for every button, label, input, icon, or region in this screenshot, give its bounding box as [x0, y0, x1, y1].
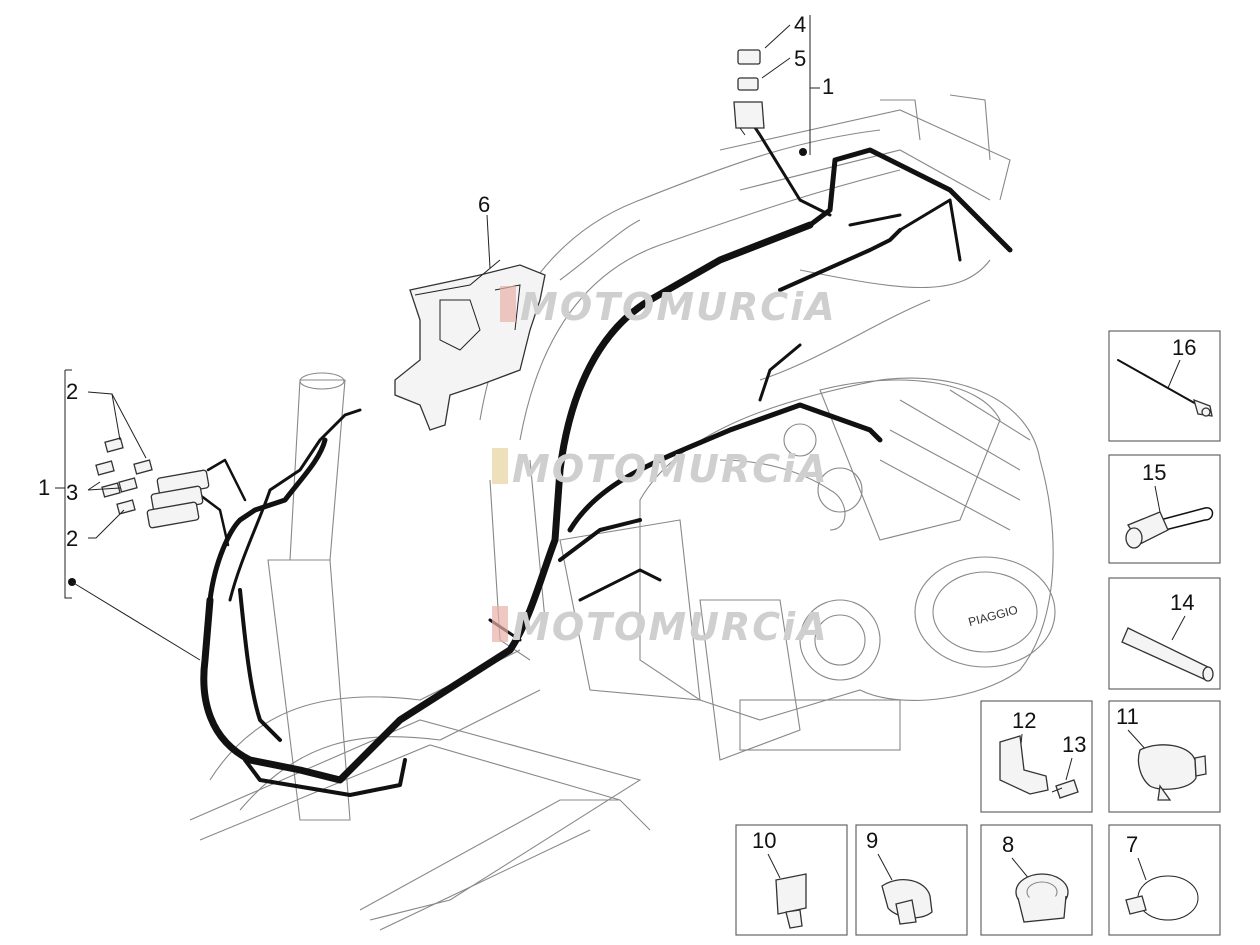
callout-numbers: 4 5 1 6 2 1 3 2 — [38, 12, 834, 551]
watermark-top: MOTOMURCiA — [520, 285, 837, 329]
engine-brand-label: PIAGGIO — [967, 603, 1020, 630]
part-box-11: 11 — [1108, 700, 1221, 813]
scooter-frame — [189, 94, 1011, 931]
callout-15: 15 — [1142, 460, 1166, 485]
callout-9: 9 — [866, 828, 878, 853]
part-box-10: 10 — [735, 824, 848, 936]
leader-lines — [55, 15, 820, 661]
callout-3: 3 — [66, 480, 78, 505]
callout-6: 6 — [478, 192, 490, 217]
watermark-bottom: MOTOMURCiA — [512, 605, 829, 649]
callout-1-left: 1 — [38, 475, 50, 500]
part-box-9: 9 — [855, 824, 968, 936]
parts-2-3-connectors — [95, 437, 210, 529]
callout-16: 16 — [1172, 335, 1196, 360]
callout-2-lower: 2 — [66, 526, 78, 551]
callout-4: 4 — [794, 12, 806, 37]
callout-7: 7 — [1126, 832, 1138, 857]
callout-14: 14 — [1170, 590, 1194, 615]
part-box-15: 15 — [1108, 454, 1221, 564]
engine-assembly: PIAGGIO — [559, 377, 1056, 761]
callout-1-top: 1 — [822, 74, 834, 99]
parts-4-5-fuse-holder — [733, 49, 765, 136]
callout-8: 8 — [1002, 832, 1014, 857]
part-box-14: 14 — [1108, 577, 1221, 690]
callout-2-upper: 2 — [66, 379, 78, 404]
callout-5: 5 — [794, 46, 806, 71]
part-box-12-13: 12 13 — [980, 700, 1093, 813]
watermark-middle: MOTOMURCiA — [512, 447, 829, 491]
callout-13: 13 — [1062, 732, 1086, 757]
part-box-7: 7 — [1108, 824, 1221, 936]
part-box-8: 8 — [980, 824, 1093, 936]
callout-11: 11 — [1116, 704, 1139, 729]
callout-10: 10 — [752, 828, 776, 853]
wiring-harness — [198, 118, 1013, 797]
part-box-16: 16 — [1108, 330, 1221, 442]
watermarks: MOTOMURCiA MOTOMURCiA MOTOMURCiA — [492, 285, 837, 649]
callout-12: 12 — [1012, 708, 1036, 733]
